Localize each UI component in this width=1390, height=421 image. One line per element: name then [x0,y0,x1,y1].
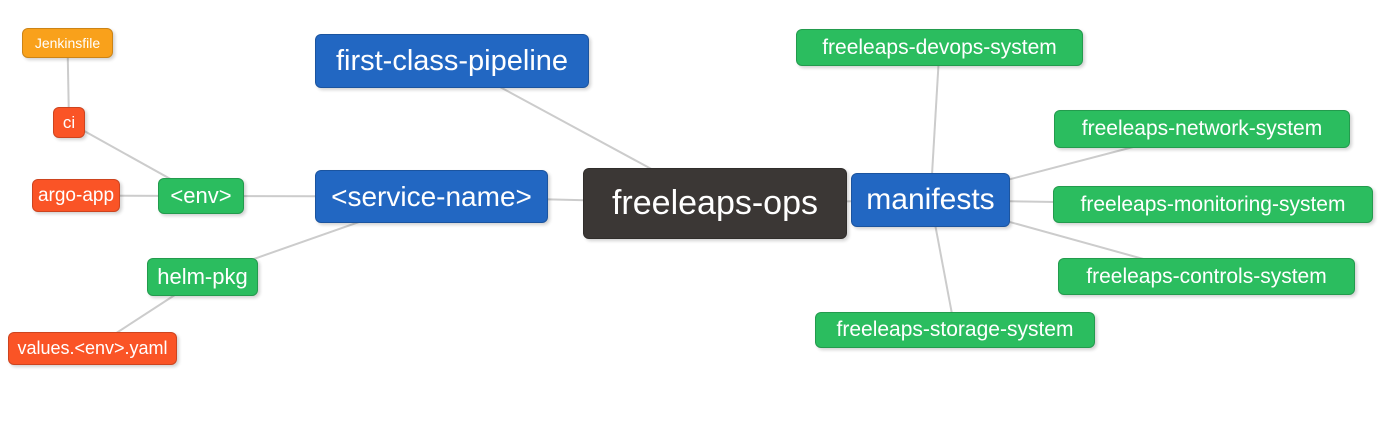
node-first-class-pipeline[interactable]: first-class-pipeline [315,34,589,88]
node-freeleaps-devops-system[interactable]: freeleaps-devops-system [796,29,1083,66]
node-argo-app[interactable]: argo-app [32,179,120,212]
node-freeleaps-monitoring-system[interactable]: freeleaps-monitoring-system [1053,186,1373,223]
node-jenkinsfile[interactable]: Jenkinsfile [22,28,113,58]
node-service-name[interactable]: <service-name> [315,170,548,223]
node-freeleaps-network-system[interactable]: freeleaps-network-system [1054,110,1350,148]
node-env[interactable]: <env> [158,178,244,214]
node-helm-pkg[interactable]: helm-pkg [147,258,258,296]
node-ci[interactable]: ci [53,107,85,138]
node-freeleaps-storage-system[interactable]: freeleaps-storage-system [815,312,1095,348]
node-freeleaps-controls-system[interactable]: freeleaps-controls-system [1058,258,1355,295]
node-freeleaps-ops-root[interactable]: freeleaps-ops [583,168,847,239]
node-values-env-yaml[interactable]: values.<env>.yaml [8,332,177,365]
node-manifests[interactable]: manifests [851,173,1010,227]
